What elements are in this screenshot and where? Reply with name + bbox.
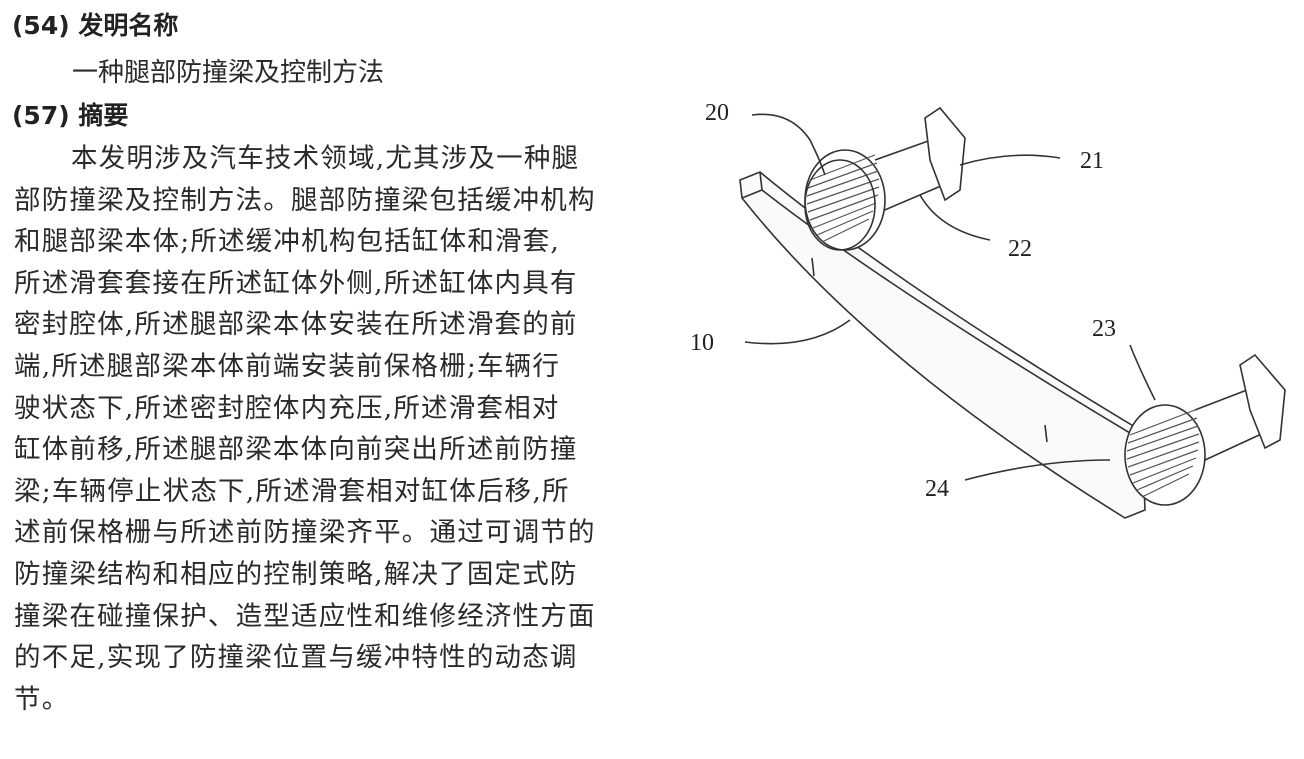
- abstract-line: 端,所述腿部梁本体前端安装前保格栅;车辆行: [14, 350, 561, 382]
- label-21: 21: [1080, 148, 1104, 174]
- abstract-line: 密封腔体,所述腿部梁本体安装在所述滑套的前: [14, 309, 578, 341]
- abstract-line: 的不足,实现了防撞梁位置与缓冲特性的动态调: [14, 642, 578, 674]
- abstract-line: 和腿部梁本体;所述缓冲机构包括缸体和滑套,: [14, 226, 561, 258]
- label-10: 10: [690, 330, 714, 356]
- abstract-heading: (57) 摘要: [12, 96, 128, 132]
- abstract-text: 本发明涉及汽车技术领域,尤其涉及一种腿 部防撞梁及控制方法。腿部防撞梁包括缓冲机…: [14, 138, 634, 720]
- patent-figure: 20 21 22 10 23 24: [690, 100, 1286, 519]
- invention-name-heading: (54) 发明名称: [12, 6, 178, 42]
- label-23: 23: [1092, 316, 1116, 342]
- section-heading: 发明名称: [78, 11, 179, 40]
- section-code: (54): [12, 11, 70, 40]
- label-22: 22: [1008, 236, 1032, 262]
- buffer-cylinder-bottom: [1124, 353, 1286, 506]
- label-20: 20: [705, 100, 729, 126]
- abstract-line: 本发明涉及汽车技术领域,尤其涉及一种腿: [71, 143, 580, 174]
- abstract-line: 撞梁在碰撞保护、造型适应性和维修经济性方面: [14, 600, 596, 632]
- beam-body: [739, 171, 1146, 519]
- invention-title: 一种腿部防撞梁及控制方法: [72, 58, 385, 88]
- buffer-cylinder-top: [804, 106, 966, 251]
- abstract-line: 缸体前移,所述腿部梁本体向前突出所述前防撞: [14, 434, 578, 466]
- abstract-line: 梁;车辆停止状态下,所述滑套相对缸体后移,所: [14, 475, 570, 507]
- section-heading: 摘要: [78, 101, 129, 130]
- abstract-line: 部防撞梁及控制方法。腿部防撞梁包括缓冲机构: [14, 184, 596, 216]
- abstract-line: 驶状态下,所述密封腔体内充压,所述滑套相对: [14, 392, 560, 424]
- section-code: (57): [12, 101, 70, 130]
- abstract-line: 述前保格栅与所述前防撞梁齐平。通过可调节的: [14, 517, 596, 549]
- abstract-line: 节。: [14, 683, 70, 715]
- label-24: 24: [925, 476, 949, 502]
- abstract-line: 所述滑套套接在所述缸体外侧,所述缸体内具有: [14, 267, 578, 299]
- abstract-line: 防撞梁结构和相应的控制策略,解决了固定式防: [14, 558, 578, 590]
